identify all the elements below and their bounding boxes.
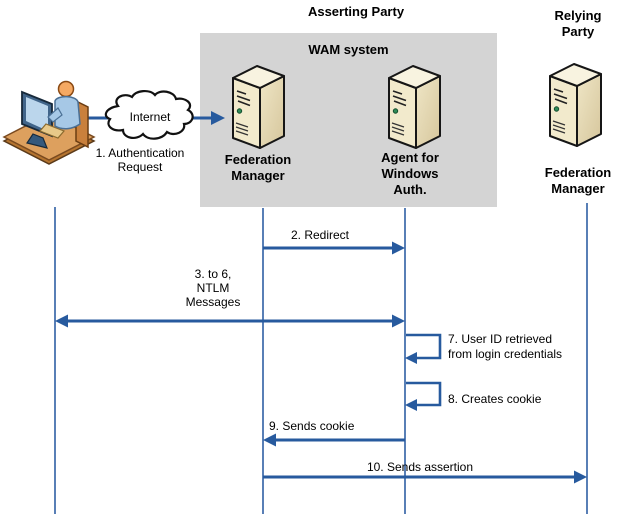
lifelines <box>54 203 588 514</box>
message-label-sends-assertion: 10. Sends assertion <box>366 460 474 474</box>
monitor-stand <box>26 133 48 149</box>
server-icon-federation-manager-asserting <box>232 65 285 149</box>
server-icon-federation-manager-relying <box>549 63 602 147</box>
message-label-authentication-request: 1. Authentication Request <box>95 146 185 174</box>
asserting-party-title: Asserting Party <box>307 4 405 19</box>
arrowhead-authentication-request <box>211 111 225 125</box>
monitor-screen <box>26 97 48 131</box>
message-arrows <box>55 111 587 484</box>
message-label-user-id-retrieved: 7. User ID retrieved from login credenti… <box>448 332 563 361</box>
arrowhead-user-id <box>405 352 417 364</box>
agent-windows-auth-label: Agent for Windows Auth. <box>381 150 439 197</box>
message-label-ntlm-messages: 3. to 6, NTLM Messages <box>185 267 241 309</box>
user-at-computer-icon <box>2 80 96 165</box>
internet-label: Internet <box>129 110 171 124</box>
federation-manager-relying-label: Federation Manager <box>544 165 612 196</box>
person-arm <box>47 107 63 123</box>
arrowhead-ntlm-left <box>55 314 68 328</box>
message-label-sends-cookie: 9. Sends cookie <box>269 419 355 433</box>
selfloop-user-id <box>406 333 442 360</box>
arrowhead-sends-cookie <box>263 433 276 447</box>
keyboard <box>38 123 66 139</box>
arrowhead-redirect <box>392 241 405 255</box>
message-label-redirect: 2. Redirect <box>290 228 350 242</box>
relying-party-title: Relying Party <box>554 8 602 39</box>
selfloop-creates-cookie <box>406 381 442 407</box>
server-icon-agent-windows-auth <box>388 65 441 149</box>
wam-system-label: WAM system <box>308 42 389 57</box>
internet-cloud-icon <box>104 90 194 140</box>
arrowhead-ntlm-right <box>392 314 405 328</box>
arrowhead-sends-assertion <box>574 470 587 484</box>
federation-manager-asserting-label: Federation Manager <box>224 152 292 183</box>
arrowhead-creates-cookie <box>405 399 417 411</box>
person-body <box>54 95 81 130</box>
person-head <box>57 80 75 98</box>
message-label-creates-cookie: 8. Creates cookie <box>448 392 542 406</box>
